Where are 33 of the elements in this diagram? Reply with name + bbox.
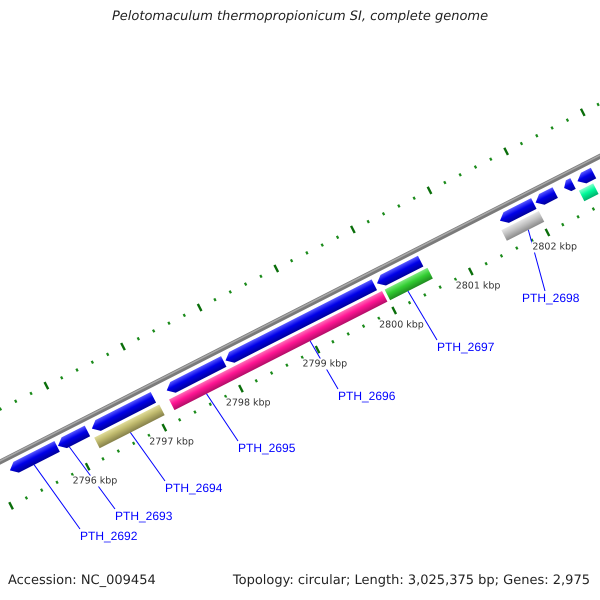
gene-label: PTH_2694 — [165, 481, 222, 495]
scale-label: 2799 kbp — [301, 358, 348, 370]
scale-label: 2800 kbp — [378, 319, 425, 330]
leader-line — [206, 393, 238, 442]
gene-block — [377, 256, 424, 286]
gene-label: PTH_2695 — [238, 441, 296, 455]
gene-block — [578, 183, 599, 202]
scale-label: 2802 kbp — [531, 241, 578, 252]
gene-label: PTH_2698 — [522, 291, 580, 305]
gene-block — [58, 426, 90, 448]
gene-block — [501, 211, 544, 241]
gene-block — [166, 356, 226, 393]
accession-text: Accession: NC_009454 — [8, 573, 156, 588]
gene-label: PTH_2697 — [437, 340, 494, 354]
scale-label: 2801 kbp — [454, 280, 502, 292]
leader-line — [407, 290, 438, 340]
title: Pelotomaculum thermopropionicum SI, complete genome — [110, 9, 490, 24]
gene-block — [536, 187, 558, 205]
gene-label: PTH_2693 — [115, 509, 172, 523]
gene-block — [384, 268, 433, 300]
scale-label: 2798 kbp — [224, 397, 272, 408]
gene-block — [92, 392, 156, 431]
gene-label: PTH_2696 — [338, 389, 396, 403]
scale-label: 2797 kbp — [148, 436, 195, 448]
genome-info-text: Topology: circular; Length: 3,025,375 bp; Genes: 2,975 — [232, 573, 590, 588]
leader-line — [130, 432, 166, 482]
gene-label: PTH_2692 — [80, 529, 138, 543]
leader-line — [34, 464, 80, 530]
gene-block — [577, 168, 596, 184]
scale-label: 2796 kbp — [72, 475, 118, 486]
gene-block — [10, 441, 60, 473]
gene-block — [564, 178, 576, 192]
gene-block — [500, 198, 537, 223]
